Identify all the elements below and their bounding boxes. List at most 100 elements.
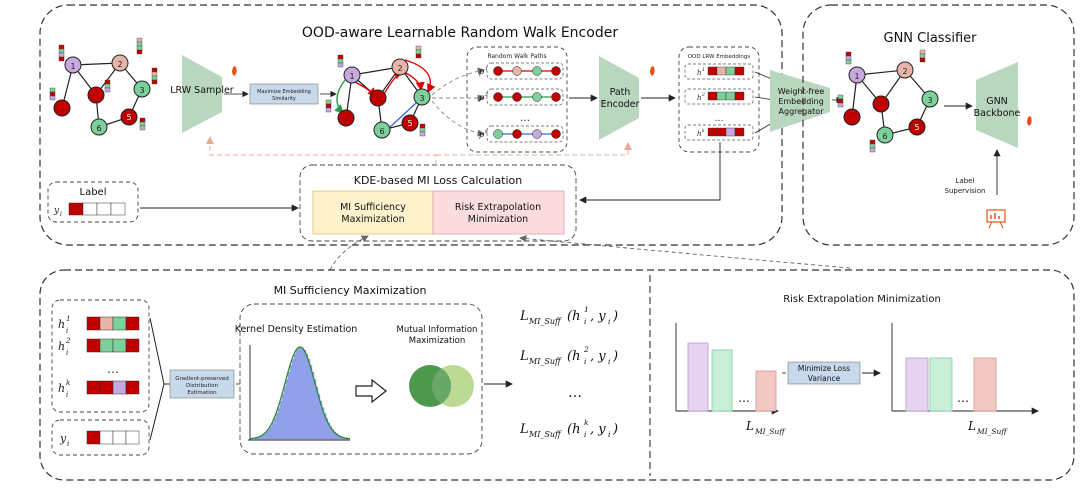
- loss-bar: [687, 342, 709, 412]
- mi-venn-diagram: [409, 365, 474, 407]
- trainable-fire-icon: [650, 66, 655, 76]
- svg-text:1: 1: [70, 62, 75, 71]
- paths-ellipsis: …: [520, 113, 530, 124]
- label-supervision-line2: Supervision: [945, 187, 986, 195]
- loss-bar: [973, 357, 997, 412]
- gnn-panel: [802, 4, 1075, 246]
- label-symbol: y: [53, 206, 60, 216]
- svg-text:(h: (h: [567, 309, 580, 324]
- svg-text:, y: , y: [590, 309, 606, 324]
- gnn-backbone: [976, 62, 1018, 148]
- svg-text:5: 5: [407, 119, 412, 128]
- estimation-box: [239, 303, 483, 455]
- svg-text:h: h: [58, 382, 65, 395]
- svg-text:p: p: [479, 130, 484, 139]
- svg-text:1: 1: [349, 72, 354, 81]
- kde-histogram-bar: [305, 353, 309, 440]
- svg-text:1: 1: [66, 315, 70, 323]
- gradient-estimation-box: [169, 369, 235, 399]
- graph-node: [87, 86, 105, 104]
- kde-histogram-bar: [313, 379, 317, 440]
- gradient-estimation-line3: Estimation: [187, 390, 217, 396]
- kde-histogram-bar: [295, 350, 299, 440]
- gnn-backbone-label2: Backbone: [974, 108, 1021, 119]
- risk-extrapolation-box: [432, 190, 565, 235]
- kde-label: Kernel Density Estimation: [235, 324, 358, 335]
- svg-text:, y: , y: [590, 349, 606, 364]
- svg-text:k: k: [584, 418, 589, 427]
- svg-text:2: 2: [484, 92, 488, 98]
- svg-text:6: 6: [96, 124, 101, 133]
- loss-terms-ellipsis: …: [568, 385, 582, 401]
- bottom-label-box: [51, 419, 150, 456]
- loss-term-2: L MI_Suff (h 2 i , y i ): [519, 345, 618, 366]
- svg-text:i: i: [584, 317, 587, 326]
- risk-after-dots: …: [957, 391, 969, 405]
- svg-text:5: 5: [126, 113, 131, 122]
- kde-histogram-bar: [269, 426, 273, 440]
- svg-text:MI_Suff: MI_Suff: [528, 357, 562, 366]
- svg-text:, y: , y: [590, 422, 606, 437]
- path-encoder-label1: Path: [610, 87, 631, 98]
- graph-node: [53, 99, 71, 117]
- trainable-fire-icon: [232, 66, 237, 76]
- graph-node: [120, 108, 138, 126]
- kde-loss-box: [299, 164, 577, 242]
- max-similarity-line1: Maximize Embedding: [257, 89, 311, 95]
- kde-histogram-bar: [307, 359, 311, 440]
- mi-label1: Mutual Information: [397, 325, 478, 335]
- svg-text:i: i: [66, 391, 68, 399]
- embedding-1: h 1: [684, 63, 754, 80]
- svg-text:(h: (h: [567, 422, 580, 437]
- gnn-backbone-label1: GNN: [986, 96, 1008, 107]
- svg-text:MI_Suff: MI_Suff: [528, 317, 562, 326]
- minimize-variance-box: [787, 361, 861, 385]
- kde-plot: [248, 345, 350, 441]
- random-walk-paths-label: Random Walk Paths: [487, 53, 546, 60]
- encoder-panel: [39, 4, 783, 246]
- svg-text:h: h: [697, 130, 702, 138]
- risk-after-axis-label: L: [967, 419, 976, 433]
- kde-histogram-bar: [271, 422, 275, 440]
- svg-text:1: 1: [485, 66, 488, 72]
- svg-text:(h: (h: [567, 349, 580, 364]
- label-supervision-line1: Label: [956, 177, 975, 185]
- svg-text:L: L: [519, 422, 529, 437]
- svg-text:6: 6: [882, 132, 887, 141]
- lrw-sampler: [182, 55, 222, 133]
- trainable-fire-icon: [1027, 116, 1032, 126]
- embeddings-ellipsis: …: [715, 114, 724, 124]
- kde-histogram-bar: [263, 433, 267, 440]
- embedding-k: h k: [684, 124, 754, 141]
- svg-text:5: 5: [914, 123, 919, 132]
- gradient-estimation-line1: Gradient-preserved: [175, 376, 229, 382]
- kde-histogram-bar: [299, 346, 303, 440]
- mi-sufficiency-line2: Maximization: [341, 214, 404, 225]
- svg-text:1: 1: [854, 72, 859, 81]
- kde-histogram-bar: [275, 413, 279, 440]
- kde-histogram-bar: [297, 347, 301, 440]
- bottom-label-sub: i: [67, 440, 69, 448]
- minimize-variance-line2: Variance: [808, 374, 841, 383]
- aggregator-label1: Weight-free: [778, 87, 825, 96]
- kde-histogram-bar: [309, 365, 313, 440]
- label-box: [47, 181, 139, 223]
- max-similarity-box: [249, 83, 319, 105]
- encoder-title: OOD-aware Learnable Random Walk Encoder: [302, 25, 618, 41]
- kde-histogram-bar: [303, 350, 307, 440]
- implies-arrow: [355, 378, 387, 404]
- gnn-graph: 1 2 3 5 6: [837, 49, 939, 153]
- graph-node: [90, 118, 108, 136]
- svg-text:MI_Suff: MI_Suff: [528, 430, 562, 439]
- risk-extrapolation-line2: Minimization: [468, 214, 528, 225]
- bottom-embedding-k: h k i: [58, 379, 140, 399]
- svg-text:6: 6: [379, 127, 384, 136]
- risk-after-chart: … L MI_Suff: [891, 323, 1039, 436]
- svg-text:3: 3: [927, 96, 932, 105]
- svg-text:): ): [612, 422, 618, 437]
- mi-label2: Maximization: [409, 336, 466, 346]
- mi-sufficiency-box: [312, 190, 434, 235]
- loss-bar: [755, 370, 777, 412]
- risk-after-axis-sub: MI_Suff: [976, 427, 1008, 436]
